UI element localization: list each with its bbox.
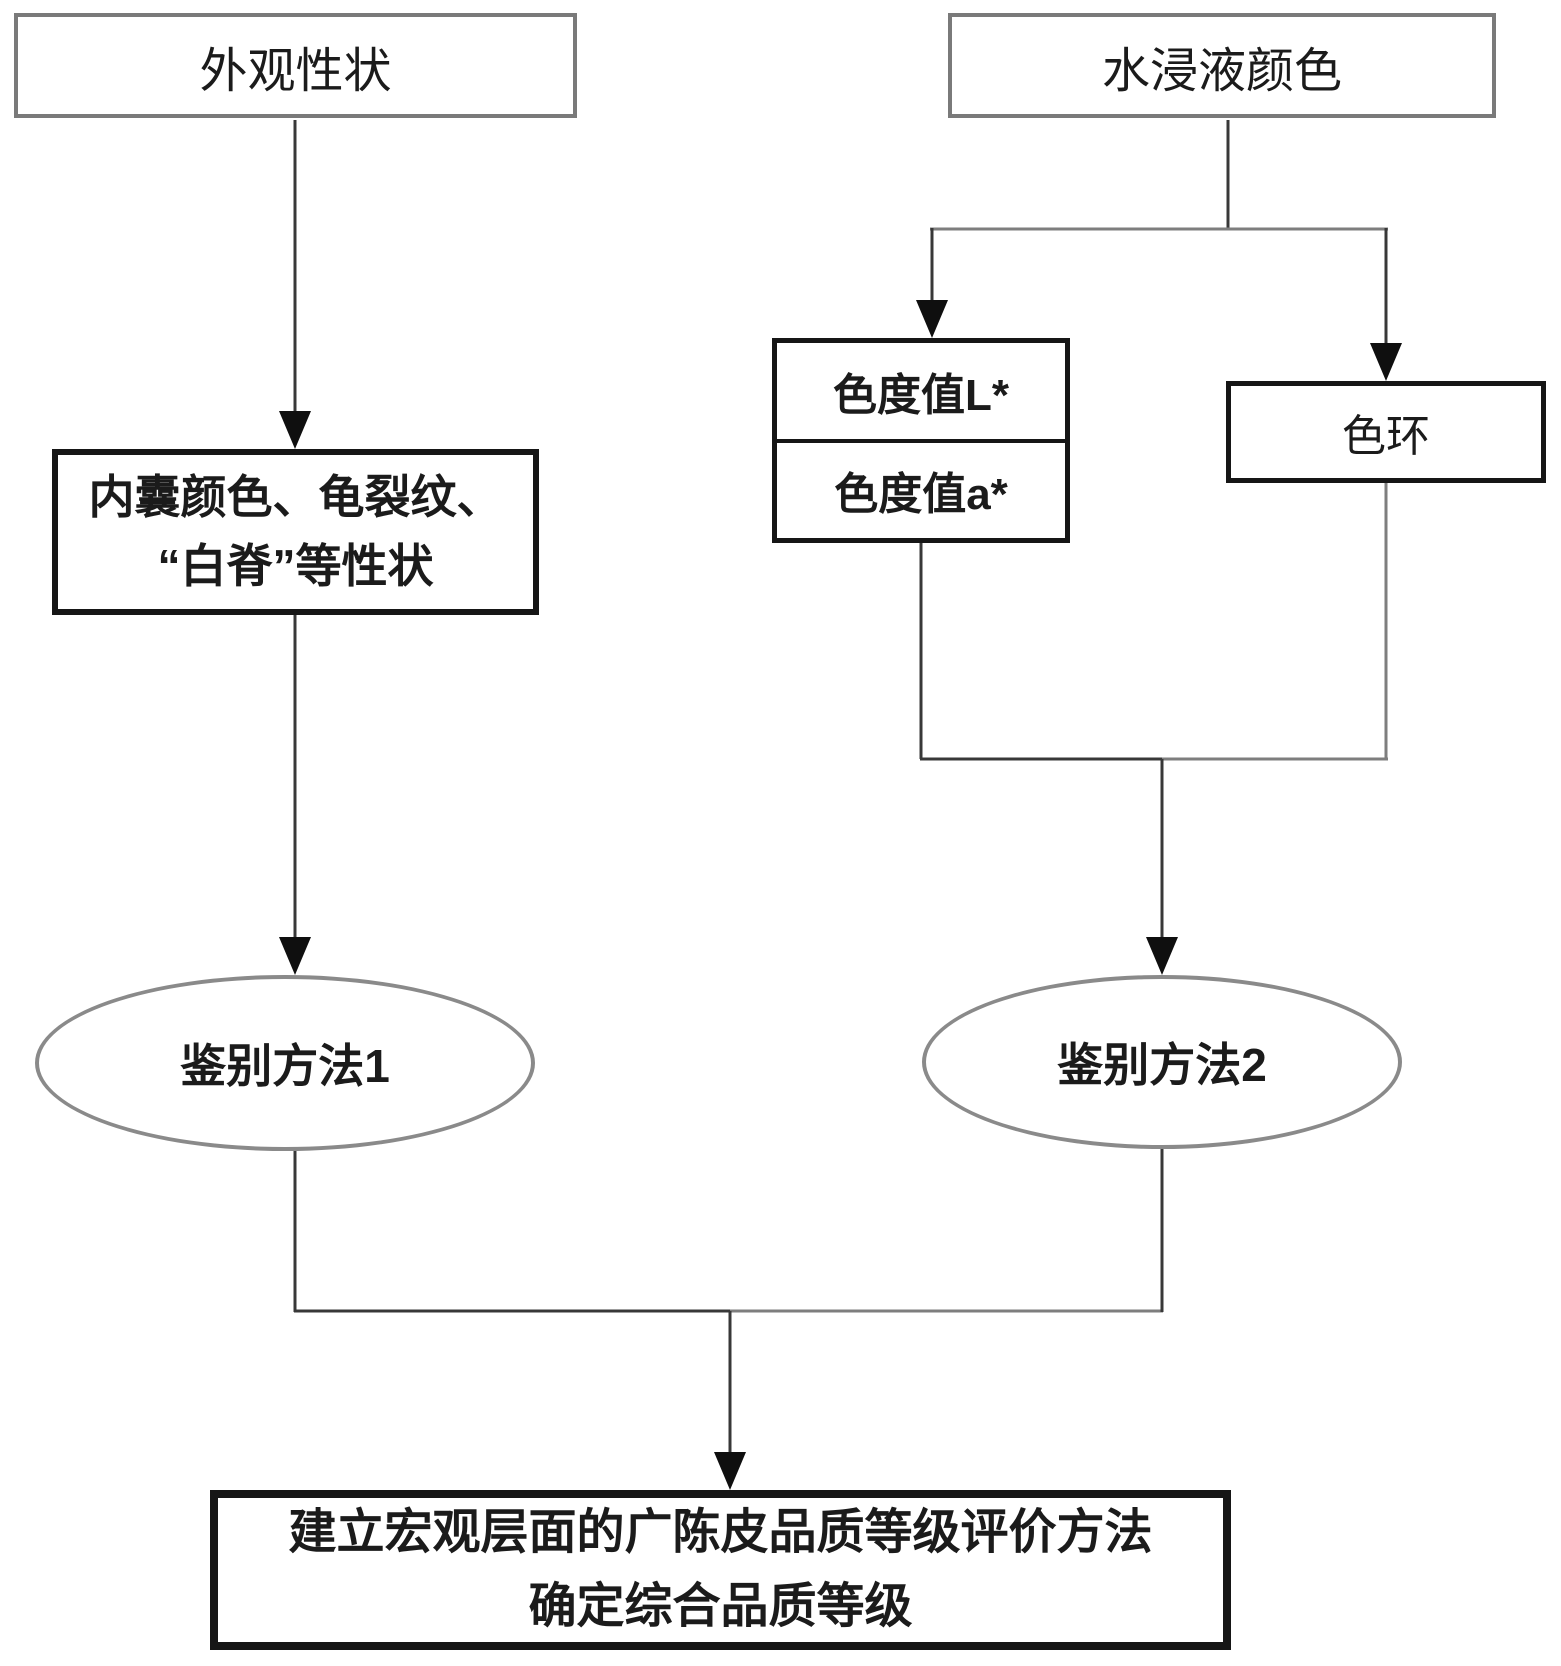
flowchart-node-color-ring: 色环 bbox=[1226, 381, 1546, 483]
chroma-a-label: 色度值a* bbox=[834, 470, 1008, 520]
chroma-l-cell: 色度值L* bbox=[777, 343, 1065, 439]
water-extract-color-label: 水浸液颜色 bbox=[1101, 44, 1342, 98]
connector-inner-traits-to-method1 bbox=[279, 615, 311, 975]
flowchart-node-method1: 鉴别方法1 bbox=[35, 975, 535, 1151]
chroma-l-label: 色度值L* bbox=[833, 370, 1009, 420]
connector-methods-to-final bbox=[293, 1149, 1164, 1490]
flowchart-node-method2: 鉴别方法2 bbox=[922, 975, 1402, 1149]
flowchart-node-appearance: 外观性状 bbox=[14, 13, 577, 118]
connector-merge-to-method2 bbox=[919, 483, 1388, 975]
method1-label: 鉴别方法1 bbox=[180, 1040, 390, 1092]
connector-appearance-to-inner-traits bbox=[279, 120, 311, 449]
inner-traits-line1: 内囊颜色、龟裂纹、 bbox=[88, 471, 503, 523]
method2-label: 鉴别方法2 bbox=[1057, 1039, 1267, 1091]
flowchart-node-chroma-values: 色度值L* 色度值a* bbox=[772, 338, 1070, 543]
flowchart-node-water-extract-color: 水浸液颜色 bbox=[948, 13, 1496, 118]
color-ring-label: 色环 bbox=[1342, 412, 1430, 461]
appearance-label: 外观性状 bbox=[199, 44, 392, 98]
final-line2: 确定综合品质等级 bbox=[528, 1580, 913, 1633]
connector-water-split bbox=[916, 120, 1402, 381]
flowchart-node-final-evaluation: 建立宏观层面的广陈皮品质等级评价方法 确定综合品质等级 bbox=[210, 1490, 1231, 1650]
inner-traits-line2: “白脊”等性状 bbox=[157, 540, 434, 592]
final-line1: 建立宏观层面的广陈皮品质等级评价方法 bbox=[288, 1505, 1153, 1559]
flowchart-node-inner-traits: 内囊颜色、龟裂纹、 “白脊”等性状 bbox=[52, 449, 539, 615]
chroma-a-cell: 色度值a* bbox=[777, 438, 1065, 539]
